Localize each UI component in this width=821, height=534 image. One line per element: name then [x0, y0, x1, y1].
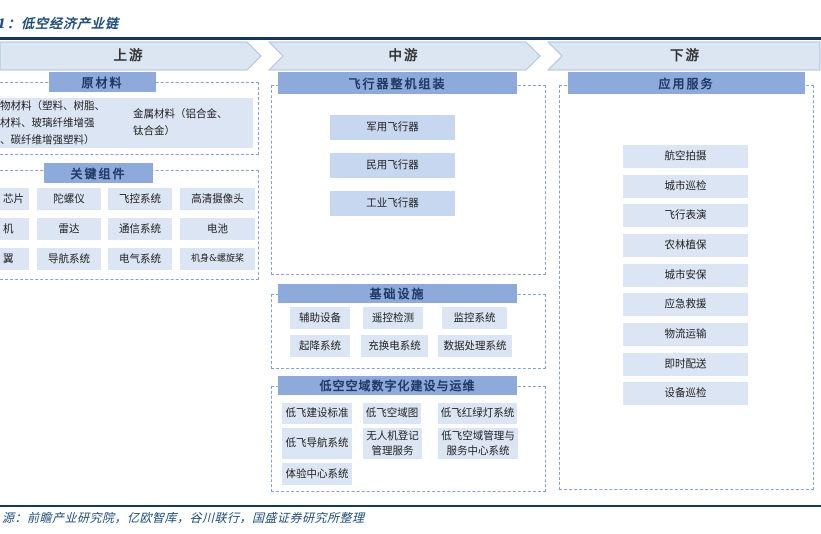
infrastructure-box: 起降系统 [290, 335, 350, 357]
application-box: 农林植保 [623, 234, 748, 257]
application-box: 物流运输 [623, 323, 748, 346]
component-box: 陀螺仪 [37, 188, 101, 210]
raw-materials-header: 原材料 [49, 72, 156, 92]
digital-box: 低飞红绿灯系统 [438, 403, 517, 424]
aircraft-assembly-container [271, 85, 546, 275]
infrastructure-container [271, 294, 546, 369]
application-box: 航空拍摄 [623, 145, 748, 168]
midstream-chevron [267, 41, 541, 71]
top-rule [0, 37, 821, 40]
infrastructure-box: 数据处理系统 [438, 335, 512, 357]
component-box: 机身&螺旋桨 [180, 248, 255, 270]
component-box: 电池 [180, 218, 255, 240]
digital-box: 低飞空域图 [363, 403, 421, 424]
stage-label-downstream: 下游 [670, 48, 701, 64]
component-box: 芯片 [0, 188, 29, 210]
infrastructure-box: 辅助设备 [290, 307, 350, 329]
digital-box: 无人机登记 管理服务 [363, 428, 422, 459]
infrastructure-box: 充换电系统 [361, 335, 428, 357]
stage-label-upstream: 上游 [113, 48, 145, 64]
stage-chevron-band [0, 41, 821, 71]
downstream-chevron [546, 41, 821, 71]
component-box: 雷达 [37, 218, 101, 240]
component-box: 飞控系统 [108, 188, 172, 210]
infrastructure-header: 基础设施 [278, 284, 517, 303]
bottom-rule [0, 505, 821, 507]
source-note: 源：前瞻产业研究院，亿欧智库，谷川联行，国盛证券研究所整理 [2, 511, 365, 525]
infrastructure-box: 监控系统 [442, 307, 507, 329]
stage-label-midstream: 中游 [388, 48, 420, 64]
digital-box: 低飞导航系统 [282, 428, 352, 459]
component-box: 机 [0, 218, 29, 240]
component-box: 电气系统 [108, 248, 172, 270]
digital-airspace-header: 低空空域数字化建设与运维 [278, 376, 517, 395]
application-services-header: 应用服务 [568, 72, 805, 94]
application-box: 设备巡检 [623, 382, 748, 405]
application-box: 应急救援 [623, 293, 748, 316]
aircraft-type-box: 工业飞行器 [330, 191, 455, 216]
digital-box: 低飞建设标准 [282, 403, 352, 424]
application-box: 城市安保 [623, 264, 748, 287]
digital-box: 体验中心系统 [282, 463, 352, 485]
upstream-chevron [0, 41, 262, 71]
component-box: 翼 [0, 248, 29, 270]
application-box: 飞行表演 [623, 204, 748, 227]
key-components-header: 关键组件 [44, 163, 153, 183]
application-box: 城市巡检 [623, 175, 748, 198]
component-box: 通信系统 [108, 218, 172, 240]
metal-materials-box: 金属材料（铝合金、 钛合金） [125, 98, 253, 148]
application-box: 即时配送 [623, 353, 748, 376]
aircraft-type-box: 民用飞行器 [330, 153, 455, 178]
aircraft-type-box: 军用飞行器 [330, 115, 455, 140]
digital-box: 低飞空域管理与 服务中心系统 [438, 428, 518, 459]
aircraft-assembly-header: 飞行器整机组装 [278, 72, 517, 94]
infrastructure-box: 遥控检测 [363, 307, 423, 329]
figure-title: 1：低空经济产业链 [0, 17, 120, 32]
component-box: 高清摄像头 [180, 188, 255, 210]
component-box: 导航系统 [37, 248, 101, 270]
